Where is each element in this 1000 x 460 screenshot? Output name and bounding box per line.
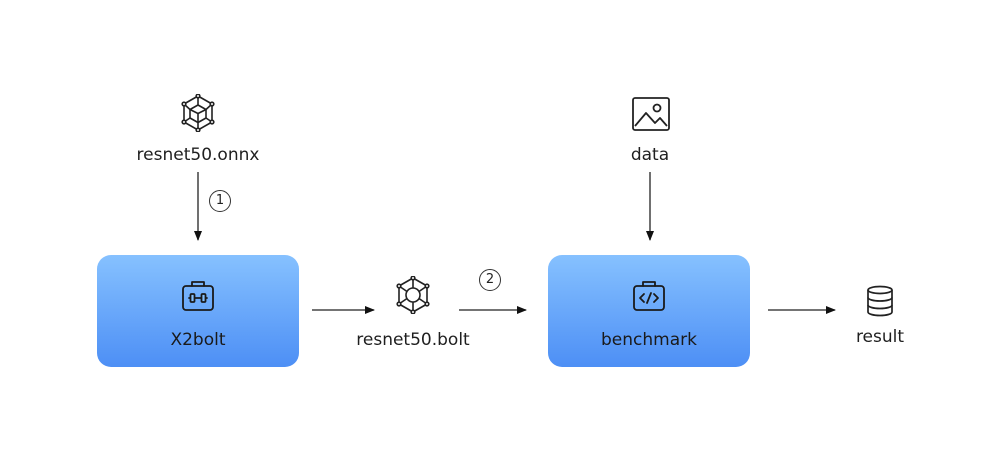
image-icon xyxy=(631,96,671,136)
code-toolbox-icon xyxy=(630,277,668,319)
x2bolt-box[interactable]: X2bolt xyxy=(97,255,299,367)
step-2-marker: 2 xyxy=(479,269,501,291)
onnx-model-label: resnet50.onnx xyxy=(136,145,260,165)
x2bolt-label: X2bolt xyxy=(170,330,226,350)
benchmark-label: benchmark xyxy=(601,330,697,350)
step-1-marker: 1 xyxy=(209,190,231,212)
toolbox-icon xyxy=(179,277,217,319)
model-cube-icon xyxy=(179,93,217,136)
benchmark-box[interactable]: benchmark xyxy=(548,255,750,367)
result-label: result xyxy=(855,327,905,347)
database-icon xyxy=(865,285,895,321)
data-label: data xyxy=(630,145,670,165)
bolt-model-label: resnet50.bolt xyxy=(356,330,470,350)
model-hexagon-icon xyxy=(394,275,432,318)
